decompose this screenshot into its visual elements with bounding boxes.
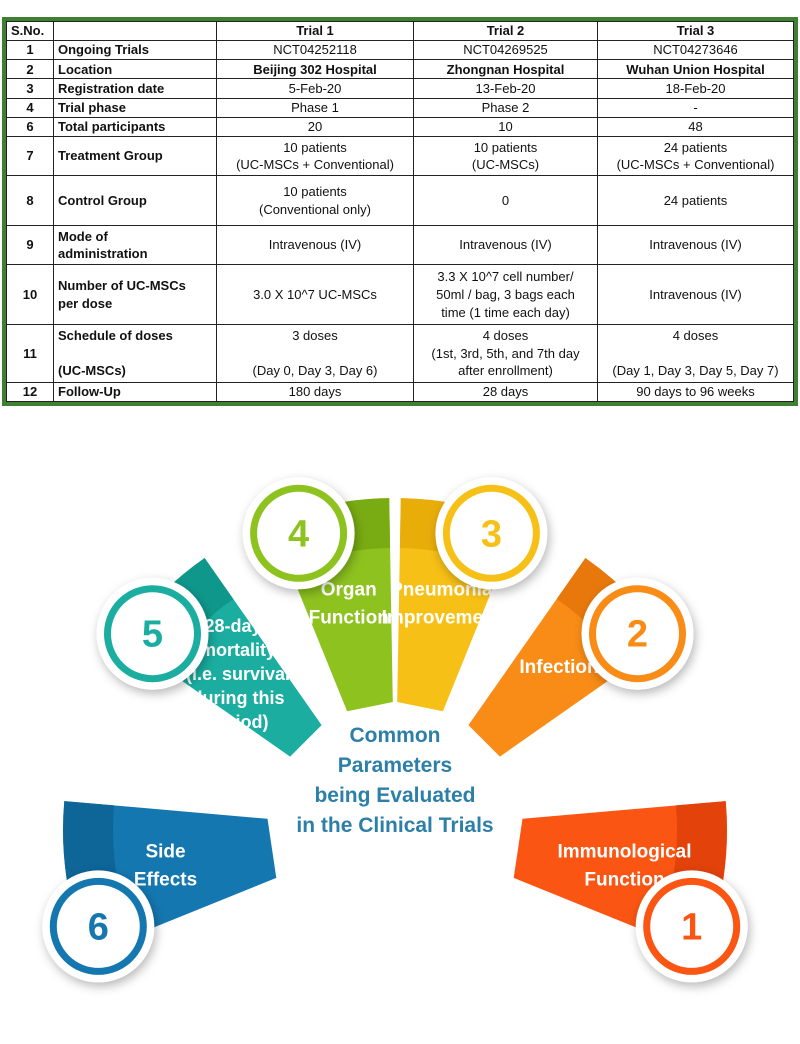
cell-trial-3: 18-Feb-20: [597, 78, 794, 99]
cell-trial-2: 13-Feb-20: [413, 78, 598, 99]
cell-trial-3: Intravenous (IV): [597, 224, 794, 266]
cell-trial-1: 180 days: [216, 381, 414, 403]
cell-trial-1: 5-Feb-20: [216, 78, 414, 99]
cell-trial-1: 10 patients(UC-MSCs + Conventional): [216, 136, 414, 177]
cell-trial-2: Phase 2: [413, 97, 598, 118]
cell-sno: 11: [6, 324, 54, 383]
cell-sno: 10: [6, 264, 54, 326]
cell-sno: 7: [6, 136, 54, 177]
cell-trial-3: -: [597, 97, 794, 118]
cell-trial-2: 3.3 X 10^7 cell number/50ml / bag, 3 bag…: [413, 264, 598, 326]
cell-parameter: Schedule of doses(UC-MSCs): [53, 324, 217, 383]
number-badge-2: 2: [581, 577, 694, 690]
header-trial-2: Trial 2: [413, 21, 598, 41]
cell-trial-2: 10: [413, 116, 598, 138]
cell-parameter: Ongoing Trials: [53, 39, 217, 61]
header-sno: S.No.: [6, 21, 54, 41]
cell-trial-1: Beijing 302 Hospital: [216, 59, 414, 80]
cell-trial-3: 90 days to 96 weeks: [597, 381, 794, 403]
cell-sno: 9: [6, 224, 54, 266]
segment-label-2: Infection: [519, 657, 598, 678]
cell-trial-3: Wuhan Union Hospital: [597, 59, 794, 80]
cell-trial-2: 10 patients(UC-MSCs): [413, 136, 598, 177]
number-badge-6: 6: [42, 870, 155, 983]
header-trial-1: Trial 1: [216, 21, 414, 41]
number-badge-text-4: 4: [288, 513, 309, 555]
cell-trial-3: NCT04273646: [597, 39, 794, 61]
cell-trial-3: 4 doses(Day 1, Day 3, Day 5, Day 7): [597, 324, 794, 383]
number-badge-text-2: 2: [627, 614, 648, 656]
number-badge-4: 4: [242, 477, 355, 590]
cell-sno: 6: [6, 116, 54, 138]
number-badge-text-5: 5: [142, 614, 163, 656]
cell-parameter: Control Group: [53, 175, 217, 226]
cell-parameter: Treatment Group: [53, 136, 217, 177]
number-badge-text-6: 6: [88, 906, 109, 948]
cell-sno: 4: [6, 97, 54, 118]
cell-trial-1: Phase 1: [216, 97, 414, 118]
cell-parameter: Trial phase: [53, 97, 217, 118]
cell-trial-2: Zhongnan Hospital: [413, 59, 598, 80]
cell-parameter: Total participants: [53, 116, 217, 138]
number-badge-3: 3: [435, 477, 548, 590]
cell-trial-2: 0: [413, 175, 598, 226]
number-badge-text-1: 1: [681, 906, 702, 948]
cell-trial-1: Intravenous (IV): [216, 224, 414, 266]
cell-trial-1: 3 doses(Day 0, Day 3, Day 6): [216, 324, 414, 383]
cell-sno: 3: [6, 78, 54, 99]
cell-trial-3: 24 patients: [597, 175, 794, 226]
number-badge-text-3: 3: [481, 513, 502, 555]
cell-parameter: Location: [53, 59, 217, 80]
cell-trial-3: 24 patients(UC-MSCs + Conventional): [597, 136, 794, 177]
number-badge-1: 1: [635, 870, 748, 983]
cell-parameter: Follow-Up: [53, 381, 217, 403]
cell-sno: 1: [6, 39, 54, 61]
cell-trial-2: NCT04269525: [413, 39, 598, 61]
cell-parameter: Registration date: [53, 78, 217, 99]
number-badge-5: 5: [96, 577, 209, 690]
cell-trial-3: Intravenous (IV): [597, 264, 794, 326]
cell-sno: 12: [6, 381, 54, 403]
cell-trial-2: Intravenous (IV): [413, 224, 598, 266]
cell-sno: 8: [6, 175, 54, 226]
cell-trial-1: 20: [216, 116, 414, 138]
cell-trial-2: 28 days: [413, 381, 598, 403]
cell-trial-1: 3.0 X 10^7 UC-MSCs: [216, 264, 414, 326]
header-trial-3: Trial 3: [597, 21, 794, 41]
table-header-row: S.No. Trial 1 Trial 2 Trial 3: [6, 21, 794, 41]
header-parameter: [53, 21, 217, 41]
cell-sno: 2: [6, 59, 54, 80]
cell-trial-3: 48: [597, 116, 794, 138]
cell-trial-1: NCT04252118: [216, 39, 414, 61]
cell-trial-1: 10 patients(Conventional only): [216, 175, 414, 226]
